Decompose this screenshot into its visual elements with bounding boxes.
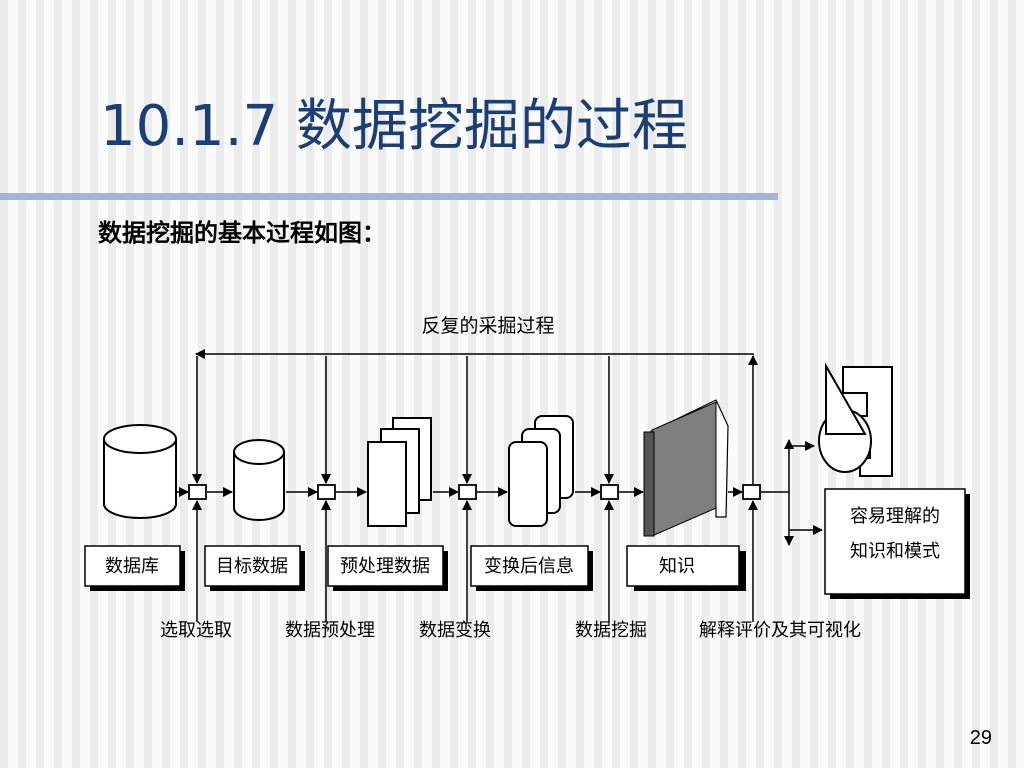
stage-label: 预处理数据 <box>340 556 430 577</box>
flow-arrows <box>177 439 823 546</box>
loop-label: 反复的采掘过程 <box>421 315 554 337</box>
result-line-2: 知识和模式 <box>850 541 940 562</box>
step-label-mining: 数据挖掘 <box>575 620 647 641</box>
step-label-preprocessing: 数据预处理 <box>285 620 375 641</box>
process-node-5 <box>742 484 761 500</box>
step-label-selection: 选取选取 <box>160 620 232 641</box>
result-box: 容易理解的 知识和模式 <box>824 488 970 599</box>
knowledge-icon <box>643 399 729 537</box>
step-label-interpretation: 解释评价及其可视化 <box>699 620 861 641</box>
stage-label: 知识 <box>659 556 695 577</box>
preprocessed-data-icon <box>367 417 432 527</box>
title-divider <box>0 193 778 200</box>
step-label-transformation: 数据变换 <box>419 620 491 641</box>
stage-label-target-data: 目标数据 <box>204 545 305 591</box>
stage-label-knowledge: 知识 <box>626 545 746 591</box>
process-node-2 <box>317 484 336 500</box>
stage-label: 变换后信息 <box>484 556 574 577</box>
result-line-1: 容易理解的 <box>850 506 940 527</box>
slide-subtitle: 数据挖掘的基本过程如图： <box>98 218 386 247</box>
target-data-icon <box>233 439 285 521</box>
stage-label: 目标数据 <box>216 556 288 577</box>
stage-label-preprocessed-data: 预处理数据 <box>327 545 448 591</box>
transformed-info-icon <box>508 415 574 527</box>
page-number: 29 <box>969 727 992 749</box>
slide-title: 10.1.7 数据挖掘的过程 <box>100 94 688 159</box>
process-node-4 <box>600 484 619 500</box>
stage-label: 数据库 <box>105 556 159 577</box>
process-nodes <box>188 484 761 500</box>
process-node-1 <box>188 484 207 500</box>
stage-label-transformed-info: 变换后信息 <box>470 545 593 591</box>
database-icon <box>103 424 177 519</box>
stage-label-database: 数据库 <box>84 545 185 591</box>
patterns-icon <box>818 362 893 477</box>
step-arrows <box>192 500 758 622</box>
process-node-3 <box>458 484 477 500</box>
